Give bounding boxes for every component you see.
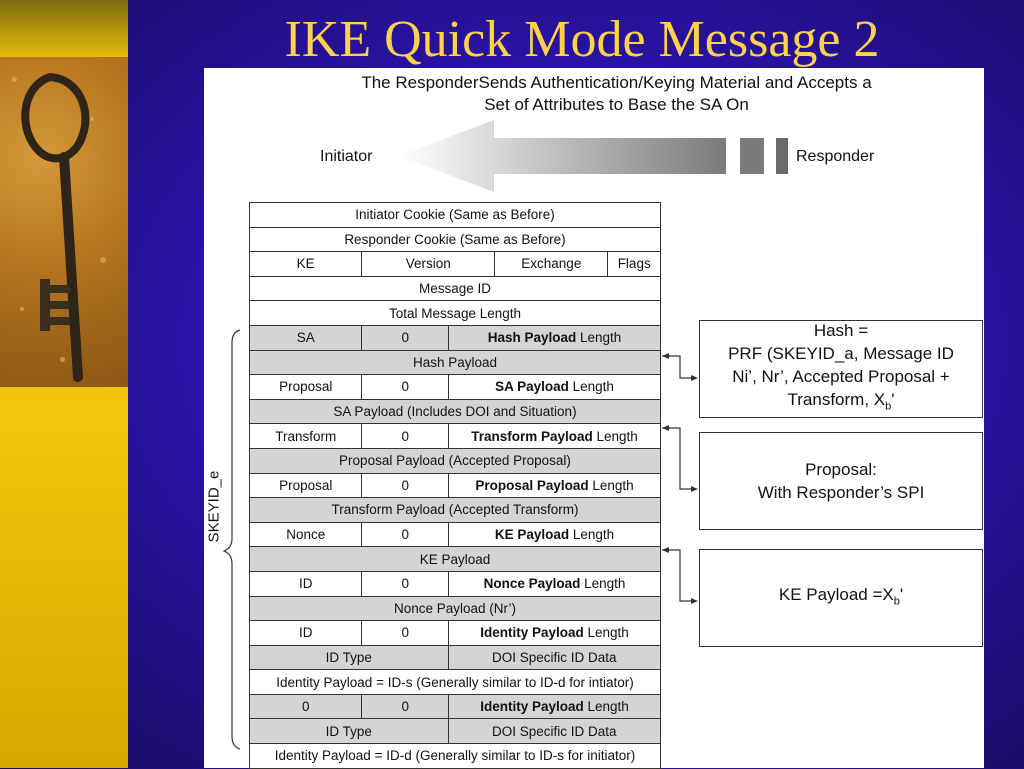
table-row: ID Type DOI Specific ID Data [250,644,660,670]
table-cell: Transform [275,428,337,444]
table-cell: 0 [361,571,448,596]
table-cell: ID [298,625,313,641]
key-icon [21,72,90,382]
table-cell: Nonce Payload (Nr’) [393,600,517,616]
arrow-tail-block-1 [740,138,764,174]
table-cell: ID Type [325,649,372,665]
table-cell: 0 [361,375,448,399]
connector-proposal [662,427,694,490]
table-cell: 0 [301,699,310,715]
left-decorative-bar [0,0,128,768]
connector-hash [662,355,694,379]
table-row: Proposal Payload (Accepted Proposal) [250,447,660,473]
diagram-panel: The ResponderSends Authentication/Keying… [204,68,984,769]
table-cell: Message ID [418,281,492,297]
hash-line-4: Transform, Xb' [787,390,895,413]
table-row: SA Payload (Includes DOI and Situation) [250,398,660,424]
table-cell: Transform Payload (Accepted Transform) [331,502,579,518]
table-cell: Transform Payload Length [448,424,660,448]
table-cell: ID [298,576,313,592]
table-cell: Nonce [286,527,326,543]
table-cell: Exchange [494,252,607,276]
table-cell: 0 [361,621,448,645]
table-cell: Flags [607,252,660,276]
table-cell: Identity Payload Length [448,621,660,645]
arrow-tail-block-2 [776,138,788,174]
table-row: Nonce Payload (Nr’) [250,595,660,621]
table-cell: DOI Specific ID Data [447,645,660,670]
key-photo [0,57,128,387]
table-cell: 0 [361,424,448,448]
table-cell: Hash Payload [412,354,498,370]
direction-arrow [399,120,726,192]
ke-box: KE Payload =Xb' [699,549,983,647]
table-cell: Proposal [279,477,333,493]
packet-table: Initiator Cookie (Same as Before) Respond… [249,202,661,769]
table-row: KE Payload [250,546,660,571]
ke-line-1: KE Payload =Xb' [778,584,904,608]
subtitle-line-2: Set of Attributes to Base the SA On [484,95,749,114]
responder-label: Responder [796,148,875,165]
table-cell: Hash Payload Length [448,325,660,350]
initiator-label: Initiator [320,148,373,165]
table-cell: Responder Cookie (Same as Before) [344,231,566,247]
connector-ke [662,549,694,602]
table-cell: Proposal Payload Length [448,473,660,498]
skeyid-brace [222,329,241,750]
table-cell: 0 [361,694,448,719]
table-cell: Proposal Payload (Accepted Proposal) [339,453,571,469]
table-cell: 0 [361,325,448,350]
table-cell: 0 [361,522,448,547]
proposal-line-1: Proposal: [805,460,877,479]
table-cell: DOI Specific ID Data [447,719,660,744]
table-row: Hash Payload [250,349,660,375]
hash-line-3: Ni’, Nr’, Accepted Proposal + [732,367,950,387]
table-cell: KE Payload Length [448,522,660,547]
hash-line-2: PRF (SKEYID_a, Message ID [728,344,954,364]
table-row: Identity Payload = ID-s (Generally simil… [250,669,660,694]
table-cell: KE [296,256,315,272]
table-cell: Version [361,252,494,276]
table-cell: SA Payload (Includes DOI and Situation) [333,404,577,420]
table-cell: Nonce Payload Length [448,571,660,596]
table-cell: Identity Payload = ID-d (Generally simil… [274,748,636,764]
table-row: Initiator Cookie (Same as Before) [250,202,660,227]
table-cell: Total Message Length [388,305,522,321]
table-cell: Identity Payload Length [448,694,660,719]
proposal-box: Proposal: With Responder’s SPI [699,432,983,530]
table-row: Transform Payload (Accepted Transform) [250,497,660,522]
table-cell: KE Payload [419,551,491,567]
diagram-graphics [222,120,788,750]
hash-box: Hash = PRF (SKEYID_a, Message ID Ni’, Nr… [699,320,983,418]
subtitle-line-1: The ResponderSends Authentication/Keying… [361,73,872,92]
skeyid-label: SKEYID_e [205,470,223,543]
diagram-subtitle: The ResponderSends Authentication/Keying… [204,72,1024,116]
table-cell: Proposal [279,379,333,395]
table-row: Responder Cookie (Same as Before) [250,226,660,252]
table-cell: SA [296,330,315,346]
table-cell: SA Payload Length [448,375,660,399]
proposal-line-2: With Responder’s SPI [757,483,925,502]
table-row: Total Message Length [250,300,660,325]
table-row: ID Type DOI Specific ID Data [250,718,660,744]
table-cell: Initiator Cookie (Same as Before) [355,207,555,223]
slide-title: IKE Quick Mode Message 2 [284,11,880,68]
table-row: Identity Payload = ID-d (Generally simil… [250,743,660,769]
table-cell: 0 [361,473,448,498]
hash-line-1: Hash = [813,321,869,341]
table-row: Message ID [250,275,660,301]
table-cell: Identity Payload = ID-s (Generally simil… [276,674,634,690]
table-cell: ID Type [325,723,372,739]
